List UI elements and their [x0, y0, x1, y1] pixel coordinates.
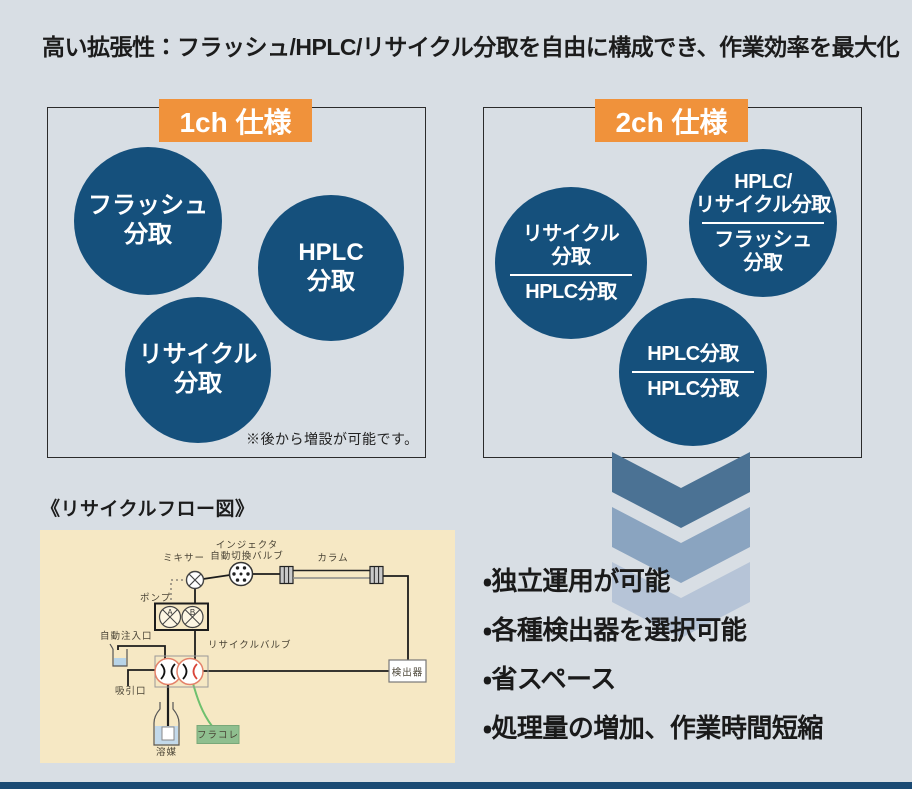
circle-hplc-fractionation: HPLC 分取	[258, 195, 404, 341]
column-label: カラム	[317, 553, 348, 564]
line-suction-valve	[127, 669, 156, 686]
circle-hplc-recycle-plus-flash: HPLC/ リサイクル分取 フラッシュ 分取	[689, 149, 837, 297]
circle-label-line: HPLC分取	[525, 280, 617, 303]
circle-recycle-fractionation: リサイクル 分取	[125, 297, 271, 443]
benefit-item: ・各種検出器を選択可能	[483, 615, 747, 645]
circle-label-line: 分取	[174, 370, 222, 397]
page-title: 高い拡張性：フラッシュ/HPLC/リサイクル分取を自由に構成でき、作業効率を最大…	[42, 34, 900, 60]
benefits-list: ・独立運用が可能 ・各種検出器を選択可能 ・省スペース ・処理量の増加、作業時間…	[483, 566, 823, 762]
circle-label-line: 分取	[743, 252, 784, 274]
detector-label: 検出器	[392, 667, 424, 679]
recycle-flow-diagram: A B 検出器	[40, 530, 455, 763]
circle-label-line: リサイクル	[138, 341, 258, 369]
circle-label-line: 分取	[124, 221, 172, 248]
fraction-collector-icon: フラコレ	[196, 725, 240, 744]
line-column-detector	[383, 575, 409, 661]
circle-label-line: リサイクル	[522, 222, 620, 245]
spec-box-2ch: 2ch 仕様 リサイクル 分取 HPLC分取 HPLC/ リサイクル分取 フラッ…	[483, 99, 862, 458]
benefit-item: ・省スペース	[483, 664, 616, 694]
auto-inlet-label: 自動注入口	[100, 630, 153, 642]
circle-divider-line	[632, 371, 754, 373]
circle-label-line: リサイクル分取	[695, 194, 831, 216]
circle-label-line: 分取	[307, 268, 355, 295]
column-icon	[279, 565, 384, 585]
pump-a-label: A	[167, 608, 173, 617]
dashed-pump-mixer-link	[170, 579, 188, 602]
flow-diagram-heading: 《リサイクルフロー図》	[41, 499, 255, 520]
spec-2ch-header: 2ch 仕様	[595, 99, 748, 142]
spec-1ch-header: 1ch 仕様	[159, 99, 312, 142]
fraction-collector-label: フラコレ	[197, 730, 239, 741]
suction-port-label: 吸引口	[115, 686, 147, 697]
spec-box-1ch: 1ch 仕様 フラッシュ 分取 HPLC 分取 リサイクル 分取 ※後から増設が…	[47, 99, 426, 458]
chevron-dark-icon	[612, 452, 750, 528]
recycle-valve-label: リサイクルバルブ	[208, 639, 292, 651]
chevron-light-icon	[612, 562, 750, 638]
auto-inlet-icon	[109, 643, 128, 667]
circle-recycle-plus-hplc: リサイクル 分取 HPLC分取	[495, 187, 647, 339]
circle-label-line: HPLC分取	[647, 378, 739, 400]
benefit-item: ・処理量の増加、作業時間短縮	[483, 713, 823, 743]
mixer-icon	[185, 570, 205, 590]
mixer-label: ミキサー	[163, 553, 205, 564]
flow-lines	[117, 573, 409, 734]
pump-icon: A B	[154, 602, 209, 631]
line-autoinlet-valve	[117, 645, 166, 659]
injector-label-line2: 自動切換バルブ	[210, 550, 284, 562]
pump-label: ポンプ	[140, 593, 171, 604]
circle-label-line: フラッシュ	[714, 229, 812, 251]
recycle-flow-diagram-svg: A B 検出器	[40, 530, 455, 763]
circle-flash-fractionation: フラッシュ 分取	[74, 147, 222, 295]
solvent-bottle-icon	[153, 702, 180, 746]
footer-accent-bar	[0, 782, 912, 789]
line-mixer-injector	[202, 574, 231, 580]
down-chevrons-icon	[612, 452, 750, 638]
expansion-note: ※後から増設が可能です。	[246, 433, 419, 448]
circle-label-line: 分取	[551, 245, 592, 268]
detector-icon: 検出器	[388, 659, 427, 683]
circle-divider-line	[510, 273, 632, 276]
pump-b-label: B	[190, 608, 195, 617]
benefit-item: ・独立運用が可能	[483, 566, 670, 596]
solvent-label: 溶媒	[156, 746, 177, 758]
chevron-mid-icon	[612, 507, 750, 583]
circle-hplc-plus-hplc: HPLC分取 HPLC分取	[619, 298, 767, 446]
injector-label-line1: インジェクタ	[216, 540, 279, 551]
circle-label-line: フラッシュ	[88, 192, 208, 220]
circle-label-line: HPLC	[298, 239, 364, 267]
injector-valve-icon	[228, 561, 254, 587]
circle-label-line: HPLC分取	[647, 343, 739, 365]
recycle-valve-icon	[154, 655, 209, 688]
circle-divider-line	[702, 222, 824, 224]
circle-label-line: HPLC/	[734, 171, 792, 193]
